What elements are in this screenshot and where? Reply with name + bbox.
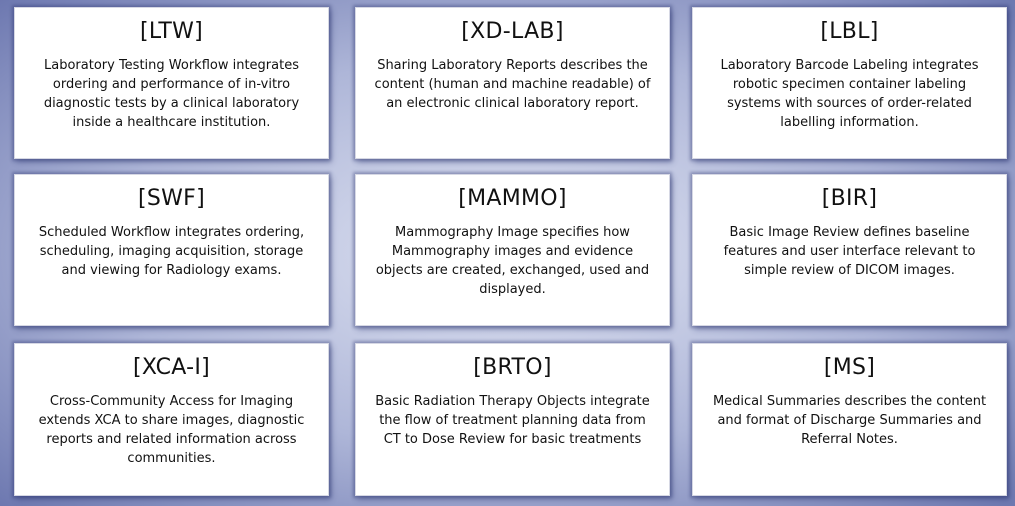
card-description: Laboratory Barcode Labeling integrates r… — [720, 58, 979, 130]
card-description: Mammography Image specifies how Mammogra… — [375, 225, 650, 297]
card-title: [XD-LAB] — [461, 19, 564, 44]
profile-card-bir: [BIR] Basic Image Review defines baselin… — [692, 174, 1007, 326]
card-title: [MAMMO] — [458, 186, 567, 211]
card-description: Basic Image Review defines baseline feat… — [723, 225, 976, 278]
card-title: [BRTO] — [473, 355, 552, 380]
profile-card-ms: [MS] Medical Summaries describes the con… — [692, 343, 1007, 496]
card-description: Scheduled Workflow integrates ordering, … — [38, 225, 305, 278]
card-title: [BIR] — [821, 186, 878, 211]
profile-card-mammo: [MAMMO] Mammography Image specifies how … — [355, 174, 670, 326]
card-description: Medical Summaries describes the content … — [712, 394, 987, 447]
card-description: Basic Radiation Therapy Objects integrat… — [375, 394, 650, 447]
card-description: Cross-Community Access for Imaging exten… — [38, 394, 305, 466]
profile-card-xd-lab: [XD-LAB] Sharing Laboratory Reports desc… — [355, 7, 670, 159]
profile-card-swf: [SWF] Scheduled Workflow integrates orde… — [14, 174, 329, 326]
profile-card-ltw: [LTW] Laboratory Testing Workflow integr… — [14, 7, 329, 159]
card-title: [XCA-I] — [132, 355, 211, 380]
card-title: [LBL] — [820, 19, 879, 44]
profile-card-xca-i: [XCA-I] Cross-Community Access for Imagi… — [14, 343, 329, 496]
card-title: [LTW] — [139, 19, 204, 44]
card-title: [SWF] — [137, 186, 206, 211]
profile-card-brto: [BRTO] Basic Radiation Therapy Objects i… — [355, 343, 670, 496]
card-description: Laboratory Testing Workflow integrates o… — [43, 58, 300, 130]
card-title: [MS] — [823, 355, 876, 380]
card-description: Sharing Laboratory Reports describes the… — [374, 58, 651, 111]
profile-card-lbl: [LBL] Laboratory Barcode Labeling integr… — [692, 7, 1007, 159]
